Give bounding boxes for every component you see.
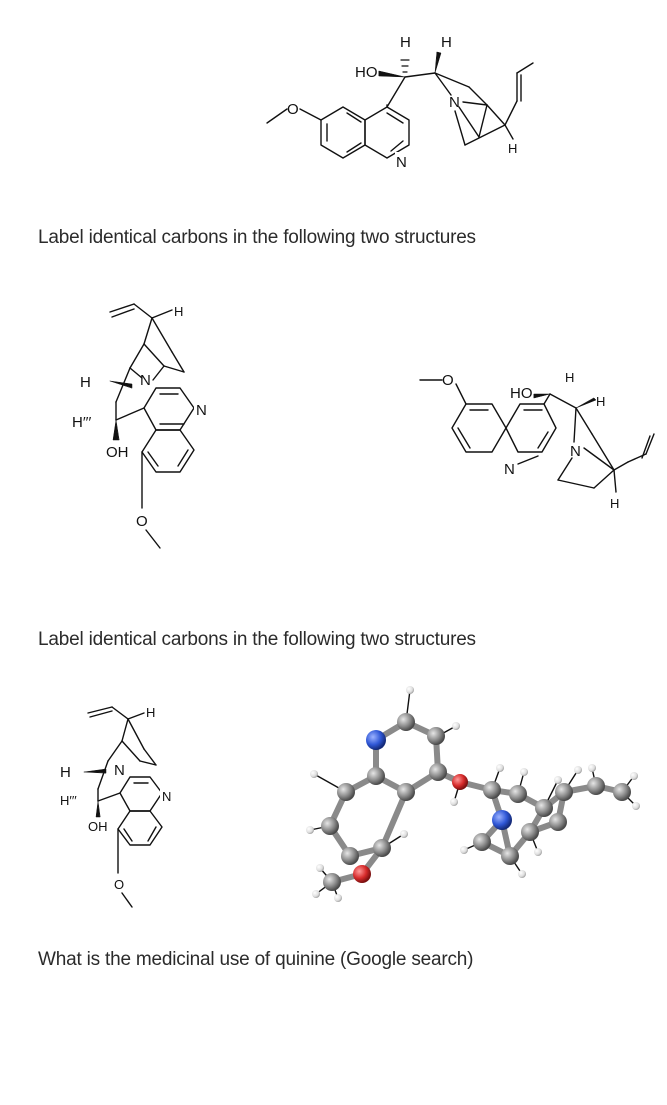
- methoxy-oxygen-label: O: [114, 877, 124, 892]
- hydroxyl-label: HO: [355, 64, 378, 81]
- model-quinuclidine-nitrogen: [492, 810, 512, 830]
- methoxy-oxygen-label: O: [287, 101, 299, 118]
- quinine-structure-top: O N HO H H N H: [266, 34, 534, 171]
- question-1-text: Label identical carbons in the following…: [38, 227, 476, 248]
- model-methoxy-oxygen: [353, 865, 371, 883]
- quinine-3d-model: [306, 686, 640, 902]
- quinoline-nitrogen-label: N: [196, 402, 207, 419]
- model-atoms: [306, 686, 640, 902]
- hydroxyl-label: OH: [88, 819, 108, 834]
- c3-hydrogen-label: H: [508, 141, 517, 156]
- c9-hydrogen-label: H′′′: [60, 793, 77, 808]
- quinuclidine-nitrogen-label: N: [449, 94, 460, 111]
- quinuclidine-nitrogen-label: N: [570, 443, 581, 460]
- c3-hydrogen-label: H: [610, 496, 619, 511]
- c3-hydrogen-label: H: [174, 304, 183, 319]
- c8-hydrogen-label: H: [60, 764, 71, 781]
- c9-hydrogen-label: H: [400, 34, 411, 51]
- hydroxyl-label: HO: [510, 385, 533, 402]
- quinine-structure-left-2: H N H H′′′ OH N O: [60, 705, 172, 908]
- c8-hydrogen-label: H: [80, 374, 91, 391]
- quinoline-nitrogen-label: N: [396, 154, 407, 171]
- c9-hydrogen-label: H′′′: [72, 414, 91, 431]
- quinoline-nitrogen-label: N: [504, 461, 515, 478]
- methoxy-oxygen-label: O: [442, 372, 454, 389]
- quinine-structure-left-1: H N H H′′′ OH N O: [72, 303, 208, 549]
- c8-hydrogen-label: H: [596, 394, 605, 409]
- quinuclidine-nitrogen-label: N: [114, 762, 125, 779]
- quinoline-nitrogen-label: N: [162, 789, 171, 804]
- c9-hydrogen-label: H: [565, 370, 574, 385]
- quinine-structure-right: O N HO H H N H: [419, 370, 655, 511]
- methoxy-oxygen-label: O: [136, 513, 148, 530]
- question-2-text: Label identical carbons in the following…: [38, 629, 476, 650]
- model-hydroxyl-oxygen: [452, 774, 468, 790]
- c8-hydrogen-label: H: [441, 34, 452, 51]
- c3-hydrogen-label: H: [146, 705, 155, 720]
- quinuclidine-nitrogen-label: N: [140, 372, 151, 389]
- hydroxyl-label: OH: [106, 444, 129, 461]
- question-3-text: What is the medicinal use of quinine (Go…: [38, 949, 474, 970]
- model-quinoline-nitrogen: [366, 730, 386, 750]
